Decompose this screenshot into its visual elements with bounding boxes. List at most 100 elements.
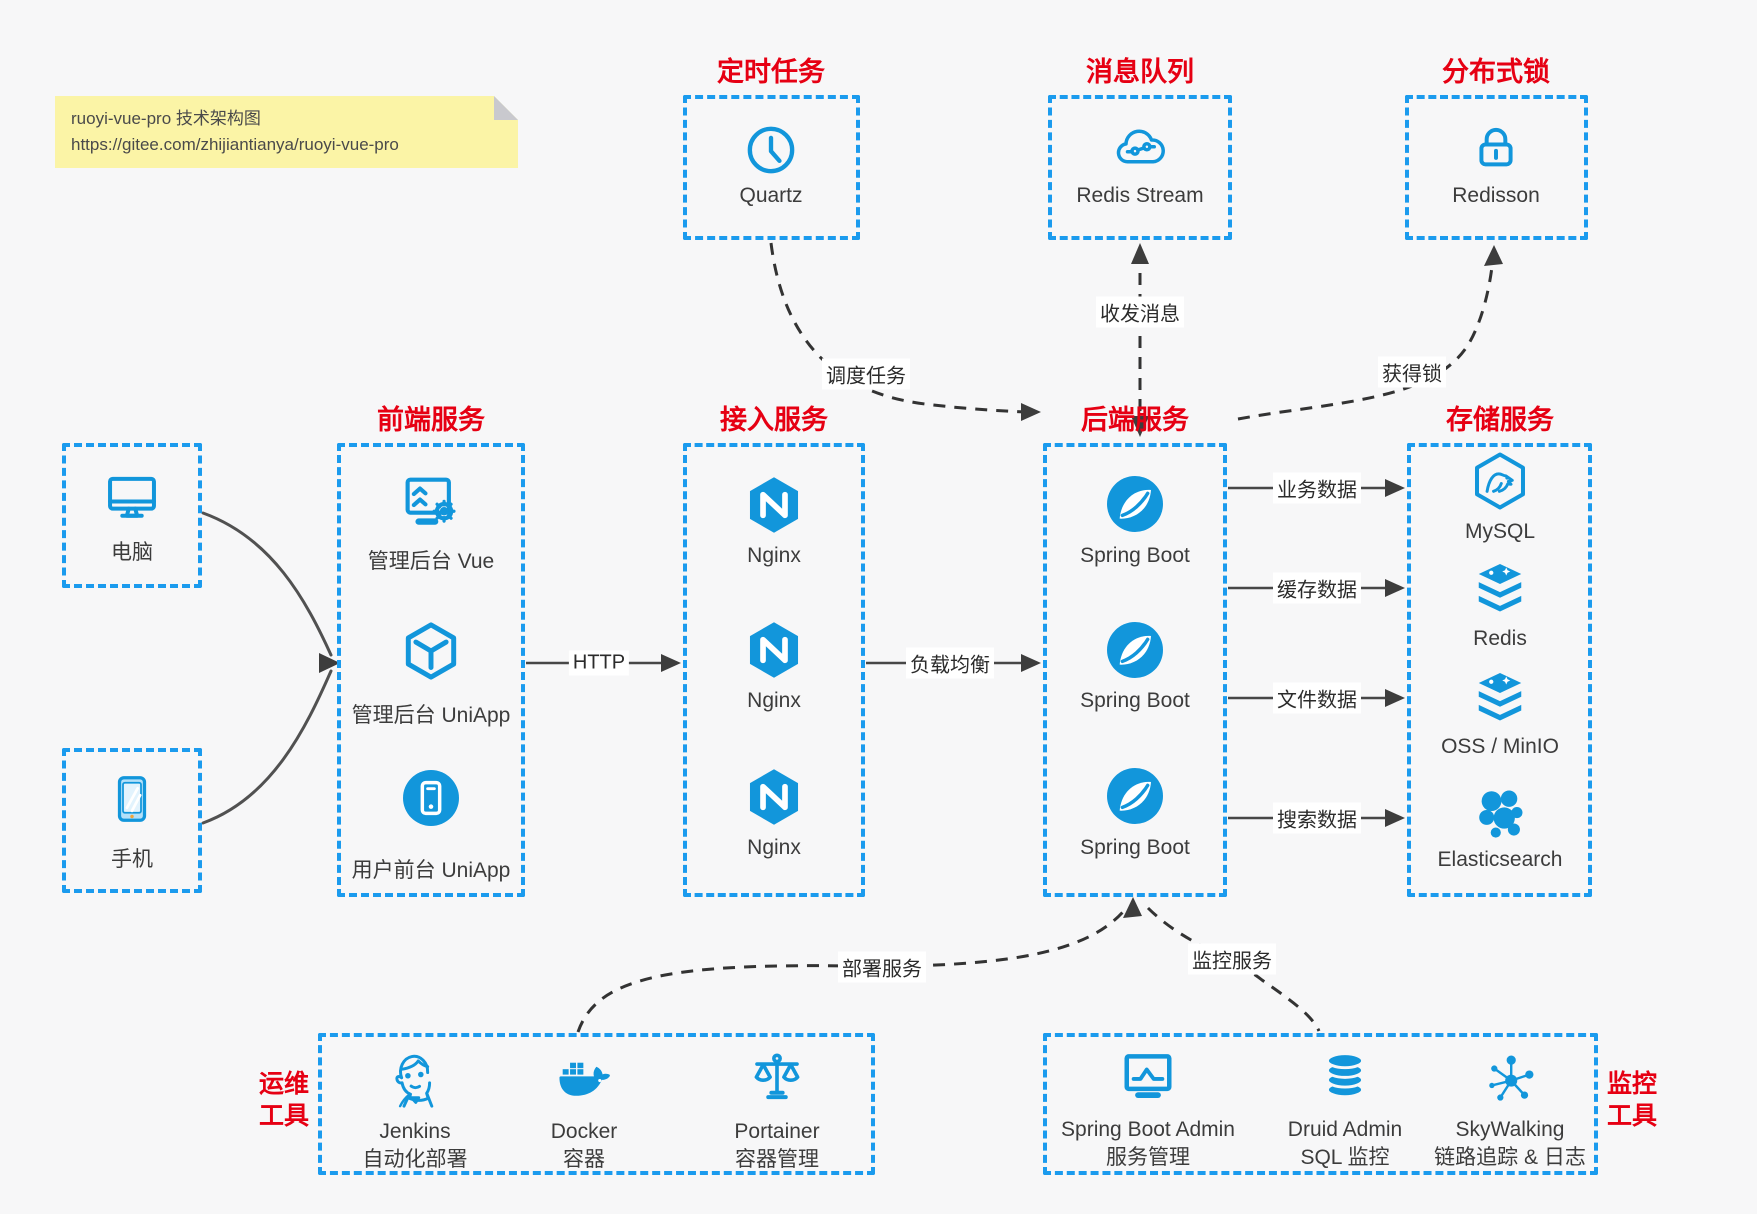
druid-icon bbox=[1316, 1048, 1374, 1106]
title-storage: 存储服务 bbox=[1446, 405, 1554, 435]
redis-stream-label: Redis Stream bbox=[1076, 184, 1204, 207]
get-lock-label: 获得锁 bbox=[1378, 356, 1446, 388]
arrowhead-message-down bbox=[1131, 416, 1149, 437]
title-devops-line1: 运维 bbox=[258, 1070, 310, 1098]
title-gateway: 接入服务 bbox=[720, 405, 828, 435]
desktop-icon bbox=[101, 466, 163, 528]
redis-icon bbox=[1470, 559, 1530, 619]
jenkins-label: Jenkins 自动化部署 bbox=[363, 1118, 468, 1174]
business-data-label: 业务数据 bbox=[1273, 472, 1361, 504]
deploy-label: 部署服务 bbox=[838, 951, 926, 983]
arrowhead-schedule bbox=[1021, 403, 1041, 421]
portainer-label: Portainer 容器管理 bbox=[734, 1118, 819, 1174]
mq-box bbox=[1048, 95, 1232, 240]
jenkins-label-line1: Jenkins bbox=[379, 1120, 451, 1143]
admin-vue-icon bbox=[398, 470, 464, 536]
lock-icon bbox=[1468, 120, 1524, 176]
docker-icon bbox=[553, 1048, 615, 1110]
skywalking-line2: 链路追踪 & 日志 bbox=[1434, 1146, 1586, 1169]
title-lock: 分布式锁 bbox=[1442, 57, 1550, 87]
arrowhead-backend bbox=[1021, 654, 1041, 672]
file-data-label: 文件数据 bbox=[1273, 682, 1361, 714]
quartz-label: Quartz bbox=[739, 184, 803, 207]
spring-boot-label-2: Spring Boot bbox=[1080, 689, 1190, 712]
jenkins-icon bbox=[384, 1048, 446, 1110]
title-frontend: 前端服务 bbox=[377, 405, 485, 435]
edge-get-lock bbox=[1237, 257, 1495, 421]
load-balance-label: 负载均衡 bbox=[906, 647, 994, 679]
redis-label: Redis bbox=[1473, 627, 1527, 650]
clock-icon bbox=[742, 121, 800, 179]
elasticsearch-icon bbox=[1471, 783, 1529, 841]
note-url: https://gitee.com/zhijiantianya/ruoyi-vu… bbox=[71, 135, 399, 154]
mysql-label: MySQL bbox=[1464, 520, 1536, 543]
mysql-icon bbox=[1469, 450, 1531, 512]
nginx-label-3: Nginx bbox=[747, 836, 801, 859]
spring-boot-icon bbox=[1103, 618, 1167, 682]
spring-boot-icon bbox=[1103, 472, 1167, 536]
springboot-admin-label: Spring Boot Admin 服务管理 bbox=[1061, 1116, 1235, 1172]
docker-label-line1: Docker bbox=[550, 1120, 618, 1143]
arrowhead-get-lock bbox=[1484, 245, 1503, 266]
nginx-icon bbox=[743, 619, 805, 681]
sticky-note: ruoyi-vue-pro 技术架构图 https://gitee.com/zh… bbox=[55, 96, 518, 168]
jenkins-label-line2: 自动化部署 bbox=[362, 1148, 468, 1171]
cache-data-label: 缓存数据 bbox=[1273, 572, 1361, 604]
title-backend: 后端服务 bbox=[1081, 405, 1189, 435]
arrowhead-es bbox=[1385, 809, 1405, 827]
frontend-box bbox=[337, 443, 525, 897]
scheduler-box bbox=[683, 95, 860, 240]
spring-boot-icon bbox=[1103, 764, 1167, 828]
search-data-label: 搜索数据 bbox=[1273, 802, 1361, 834]
devops-box bbox=[318, 1033, 875, 1175]
note-title: ruoyi-vue-pro 技术架构图 bbox=[71, 109, 261, 128]
edge-pc-to-frontend bbox=[201, 511, 333, 657]
monitor-box bbox=[1043, 1033, 1598, 1175]
arrowhead-oss bbox=[1385, 689, 1405, 707]
portainer-label-line2: 容器管理 bbox=[735, 1148, 819, 1171]
uniapp-cube-icon bbox=[398, 618, 464, 684]
skywalking-icon bbox=[1481, 1048, 1539, 1106]
arrowhead-message-up bbox=[1131, 243, 1149, 264]
title-mq: 消息队列 bbox=[1086, 57, 1194, 87]
lock-box bbox=[1405, 95, 1588, 240]
druid-line2: SQL 监控 bbox=[1300, 1146, 1390, 1169]
title-devops-line2: 工具 bbox=[258, 1102, 310, 1130]
springboot-admin-line1: Spring Boot Admin bbox=[1061, 1118, 1235, 1141]
client-pc-box bbox=[62, 443, 202, 588]
portainer-label-line1: Portainer bbox=[734, 1120, 820, 1143]
title-scheduler: 定时任务 bbox=[717, 57, 825, 87]
druid-label: Druid Admin SQL 监控 bbox=[1288, 1116, 1402, 1172]
redisson-label: Redisson bbox=[1452, 184, 1540, 207]
phone-label: 手机 bbox=[111, 848, 153, 871]
client-phone-box bbox=[62, 748, 202, 893]
nginx-label-2: Nginx bbox=[747, 689, 801, 712]
oss-minio-label: OSS / MinIO bbox=[1441, 735, 1559, 758]
backend-box bbox=[1043, 443, 1227, 897]
arrowhead-gateway bbox=[661, 654, 681, 672]
phone-icon bbox=[102, 769, 162, 829]
skywalking-label: SkyWalking 链路追踪 & 日志 bbox=[1434, 1116, 1586, 1172]
springboot-admin-line2: 服务管理 bbox=[1106, 1146, 1190, 1169]
arrowhead-redis bbox=[1385, 579, 1405, 597]
edge-phone-to-frontend bbox=[201, 669, 333, 825]
spring-boot-label-3: Spring Boot bbox=[1080, 836, 1190, 859]
monitor-label: 监控服务 bbox=[1188, 943, 1276, 975]
http-label: HTTP bbox=[568, 650, 630, 676]
spring-boot-label-1: Spring Boot bbox=[1080, 544, 1190, 567]
oss-minio-icon bbox=[1470, 668, 1530, 728]
druid-line1: Druid Admin bbox=[1287, 1118, 1403, 1141]
edge-schedule-task bbox=[769, 242, 1027, 414]
elasticsearch-label: Elasticsearch bbox=[1437, 848, 1563, 871]
title-monitor-line2: 工具 bbox=[1606, 1102, 1658, 1130]
user-uniapp-label: 用户前台 UniApp bbox=[351, 859, 511, 882]
pc-label: 电脑 bbox=[111, 541, 153, 564]
nginx-icon bbox=[743, 766, 805, 828]
portainer-icon bbox=[747, 1049, 807, 1109]
skywalking-line1: SkyWalking bbox=[1455, 1118, 1565, 1141]
admin-uniapp-label: 管理后台 UniApp bbox=[351, 704, 511, 727]
docker-label: Docker 容器 bbox=[551, 1118, 618, 1174]
arrowhead-mysql bbox=[1385, 479, 1405, 497]
admin-vue-label: 管理后台 Vue bbox=[367, 550, 495, 573]
